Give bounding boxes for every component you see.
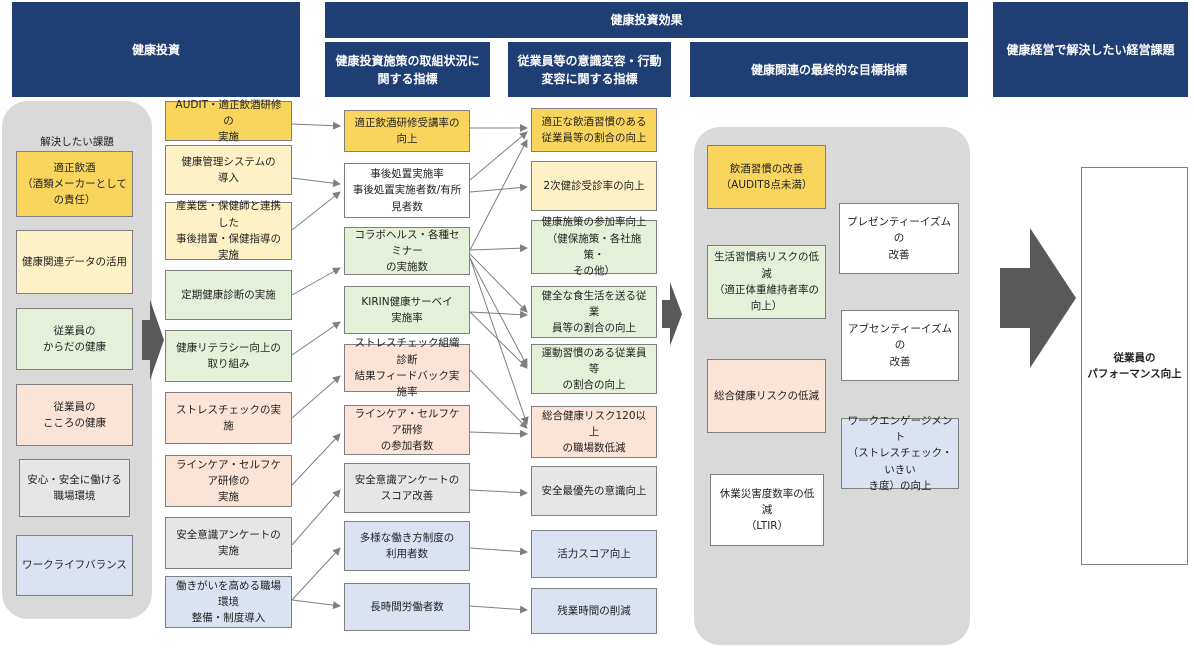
behavior-health-risk-workplaces: 総合健康リスク120以上 の職場数低減 bbox=[531, 406, 657, 458]
big-arrow-2 bbox=[662, 282, 682, 346]
investment-follow-up: 産業医・保健師と連携した 事後措置・保健指導の実施 bbox=[165, 200, 292, 261]
goal-employee-performance: 従業員の パフォーマンス向上 bbox=[1081, 167, 1188, 565]
issue-safe-workplace: 安心・安全に働ける 職場環境 bbox=[19, 459, 130, 517]
measure-seminars: コラボヘルス・各種セミナー の実施数 bbox=[344, 227, 470, 275]
header-issue: 健康経営で解決したい経営課題 bbox=[993, 2, 1188, 97]
final-absenteeism: アブセンティーイズムの 改善 bbox=[841, 310, 959, 381]
behavior-second-exam: 2次健診受診率の向上 bbox=[531, 161, 657, 211]
behavior-vitality-score: 活力スコア向上 bbox=[531, 530, 657, 578]
behavior-diet: 健全な食生活を送る従業 員等の割合の向上 bbox=[531, 286, 657, 338]
measure-stress-feedback: ストレスチェック組織診断 結果フィードバック実施率 bbox=[344, 337, 470, 398]
header-investment: 健康投資 bbox=[12, 2, 300, 97]
investment-stress-check: ストレスチェックの実施 bbox=[165, 392, 292, 444]
header-final: 健康関連の最終的な目標指標 bbox=[690, 42, 968, 97]
final-work-engagement: ワークエンゲージメント （ストレスチェック・いきい き度）の向上 bbox=[841, 415, 959, 492]
measure-flexible-work: 多様な働き方制度の 利用者数 bbox=[344, 521, 470, 571]
behavior-exercise: 運動習慣のある従業員等 の割合の向上 bbox=[531, 344, 657, 394]
big-arrow-1 bbox=[142, 300, 164, 380]
issues-title: 解決したい課題 bbox=[40, 136, 114, 148]
investment-workplace-environment: 働きがいを高める職場環境 整備・制度導入 bbox=[165, 576, 292, 628]
big-arrow-3 bbox=[1000, 228, 1076, 368]
header-behavior: 従業員等の意識変容・行動変容に関する指標 bbox=[508, 42, 671, 97]
investment-health-system: 健康管理システムの 導入 bbox=[165, 145, 292, 195]
behavior-drinking-habits: 適正な飲酒習慣のある 従業員等の割合の向上 bbox=[531, 108, 657, 152]
final-health-risk: 総合健康リスクの低減 bbox=[707, 359, 826, 433]
header-measure: 健康投資施策の取組状況に関する指標 bbox=[325, 42, 490, 97]
issue-physical-health: 従業員の からだの健康 bbox=[16, 308, 133, 370]
issue-work-life-balance: ワークライフバランス bbox=[16, 535, 133, 596]
behavior-participation: 健康施策の参加率向上 （健保施策・各社施策・ その他） bbox=[531, 216, 657, 277]
final-presenteeism: プレゼンティーイズムの 改善 bbox=[839, 203, 959, 274]
final-drinking-improvement: 飲酒習慣の改善 （AUDIT8点未満） bbox=[707, 145, 826, 209]
issue-health-data: 健康関連データの活用 bbox=[16, 230, 133, 294]
behavior-safety-first: 安全最優先の意識向上 bbox=[531, 466, 657, 516]
investment-health-checkup: 定期健康診断の実施 bbox=[165, 270, 292, 320]
measure-training-rate: 適正飲酒研修受講率の 向上 bbox=[344, 110, 470, 152]
investment-safety-survey: 安全意識アンケートの 実施 bbox=[165, 517, 292, 569]
measure-follow-up-rate: 事後処置実施率 事後処置実施者数/有所 見者数 bbox=[344, 163, 470, 218]
measure-linecare-participants: ラインケア・セルフケア研修 の参加者数 bbox=[344, 405, 470, 455]
investment-linecare-training: ラインケア・セルフケア研修の 実施 bbox=[165, 455, 292, 507]
issue-mental-health: 従業員の こころの健康 bbox=[16, 384, 133, 446]
investment-audit-training: AUDIT・適正飲酒研修の 実施 bbox=[165, 99, 292, 143]
measure-long-hours: 長時間労働者数 bbox=[344, 583, 470, 631]
investment-health-literacy: 健康リテラシー向上の 取り組み bbox=[165, 330, 292, 382]
header-effect: 健康投資効果 bbox=[325, 2, 968, 38]
behavior-overtime: 残業時間の削減 bbox=[531, 588, 657, 634]
measure-safety-score: 安全意識アンケートの スコア改善 bbox=[344, 463, 470, 513]
issue-appropriate-drinking: 適正飲酒 （酒類メーカーとしての責任） bbox=[16, 151, 133, 217]
final-ltir: 休業災害度数率の低減 （LTIR） bbox=[710, 474, 824, 546]
final-lifestyle-risk: 生活習慣病リスクの低減 （適正体重維持者率の 向上） bbox=[707, 245, 826, 319]
measure-survey-rate: KIRIN健康サーベイ 実施率 bbox=[344, 286, 470, 334]
